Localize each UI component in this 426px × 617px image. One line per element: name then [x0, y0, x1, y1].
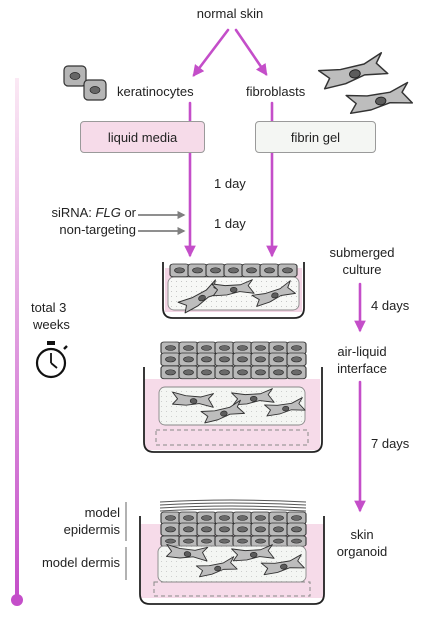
box-liquid-media: liquid media: [80, 121, 205, 153]
label-model-epidermis-2: epidermis: [63, 522, 120, 537]
keratinocyte-icon: [63, 65, 107, 101]
well-submerged: [162, 262, 305, 319]
label-sirna: siRNA: FLG or: [36, 205, 136, 221]
label-step2-duration: 1 day: [214, 216, 246, 231]
label-culture: culture: [342, 262, 382, 277]
sirna-gene: FLG: [95, 205, 121, 220]
label-step3-duration: 4 days: [371, 298, 410, 313]
fibroblast-icon: [316, 51, 414, 115]
label-organoid: organoid: [336, 544, 388, 559]
stopwatch-icon: [35, 341, 68, 379]
timeline-end-dot: [11, 594, 23, 606]
label-interface: interface: [337, 361, 387, 376]
label-skin: skin: [350, 527, 374, 542]
label-step4-duration: 7 days: [371, 436, 410, 451]
label-non-targeting: non-targeting: [59, 222, 136, 237]
well-airliquid: [143, 341, 323, 453]
label-model-epidermis-1: model: [84, 505, 120, 520]
label-fibroblasts: fibroblasts: [246, 84, 306, 99]
label-keratinocytes: keratinocytes: [117, 84, 194, 99]
sirna-arrows: [138, 210, 186, 236]
magenta-arrows: [184, 28, 366, 513]
sirna-prefix: siRNA:: [51, 205, 96, 220]
label-step1-duration: 1 day: [214, 176, 246, 191]
sirna-suffix: or: [120, 205, 136, 220]
label-air-liquid: air-liquid: [337, 344, 387, 359]
label-total: total 3: [31, 300, 67, 315]
well-organoid: [139, 499, 325, 605]
title-normal-skin: normal skin: [196, 6, 264, 21]
box-fibrin-gel: fibrin gel: [255, 121, 376, 153]
label-weeks: weeks: [33, 317, 70, 332]
label-model-dermis: model dermis: [41, 555, 120, 570]
label-submerged: submerged: [329, 245, 395, 260]
timeline-bar: [15, 78, 19, 600]
